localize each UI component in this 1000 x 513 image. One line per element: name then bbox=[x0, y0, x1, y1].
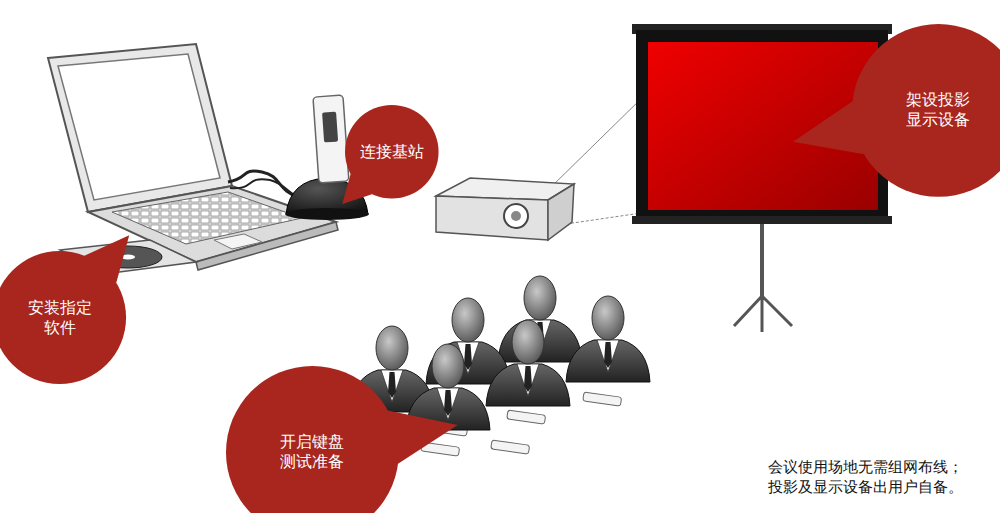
projector-lens-core bbox=[511, 211, 521, 221]
attendee-tie bbox=[604, 342, 612, 368]
projection-line bbox=[548, 92, 648, 190]
base-rim bbox=[285, 208, 369, 220]
attendee-suit bbox=[486, 364, 570, 406]
callout-bubble: 安装指定软件 bbox=[0, 251, 127, 384]
callout-text: 连接基站 bbox=[358, 142, 425, 162]
bubble-content: 连接基站 bbox=[345, 105, 439, 199]
screen-bottom-bar bbox=[632, 216, 892, 224]
bubble-circle bbox=[0, 251, 127, 384]
attendee-head bbox=[376, 326, 408, 370]
attendee-tie bbox=[524, 366, 532, 392]
note-text: 会议使用场地无需组网布线； 投影及显示设备出用户自备。 bbox=[768, 458, 973, 497]
screen-pole bbox=[760, 222, 764, 300]
callout-text: 架设投影显示设备 bbox=[904, 90, 971, 130]
laptop-display bbox=[58, 54, 220, 200]
callout-text: 开启键盘测试准备 bbox=[278, 432, 345, 472]
attendee-head bbox=[524, 276, 556, 320]
attendee-tie bbox=[464, 344, 472, 370]
attendee bbox=[566, 296, 650, 382]
laptop-touchpad bbox=[214, 234, 262, 249]
attendee-head bbox=[592, 296, 624, 340]
projector-side bbox=[548, 184, 574, 240]
keypad bbox=[491, 440, 530, 454]
attendee-shirt bbox=[381, 370, 403, 402]
callout-text: 安装指定软件 bbox=[26, 298, 93, 338]
attendee-head bbox=[512, 320, 544, 364]
screen-surface bbox=[648, 42, 878, 210]
callout-bubble: 架设投影显示设备 bbox=[852, 24, 1000, 197]
tripod-leg bbox=[734, 296, 762, 326]
callout-bubble: 连接基站 bbox=[345, 105, 439, 199]
laptop-keyboard bbox=[112, 192, 302, 244]
bubble-circle bbox=[226, 366, 399, 513]
tripod-leg bbox=[761, 296, 764, 332]
keypad bbox=[507, 410, 546, 424]
bubble-circle bbox=[345, 105, 439, 199]
laptop bbox=[48, 44, 338, 274]
bubble-circle bbox=[852, 24, 1000, 197]
attendee-head bbox=[452, 298, 484, 342]
tripod-leg bbox=[762, 296, 792, 326]
keypad bbox=[583, 392, 622, 406]
attendee-suit bbox=[566, 340, 650, 382]
callout-bubble: 开启键盘测试准备 bbox=[226, 366, 399, 513]
screen-frame bbox=[636, 30, 888, 222]
attendee-tie bbox=[388, 372, 396, 398]
projector-front bbox=[436, 196, 548, 240]
attendee-head bbox=[432, 344, 464, 388]
bubble-content: 架设投影显示设备 bbox=[852, 24, 1000, 197]
attendee-shirt bbox=[437, 388, 459, 420]
projection-screen bbox=[632, 24, 892, 332]
bubble-content: 安装指定软件 bbox=[0, 251, 127, 384]
attendee bbox=[486, 320, 570, 406]
usb-cable bbox=[228, 171, 300, 198]
projector bbox=[436, 178, 574, 240]
laptop-lid bbox=[48, 44, 232, 212]
bubble-content: 开启键盘测试准备 bbox=[226, 366, 399, 513]
attendee-shirt bbox=[597, 340, 619, 372]
antenna-window bbox=[322, 112, 338, 143]
attendee-tie bbox=[444, 390, 452, 416]
base-antenna bbox=[313, 95, 349, 183]
attendee-shirt bbox=[517, 364, 539, 396]
projector-lens bbox=[504, 204, 528, 228]
